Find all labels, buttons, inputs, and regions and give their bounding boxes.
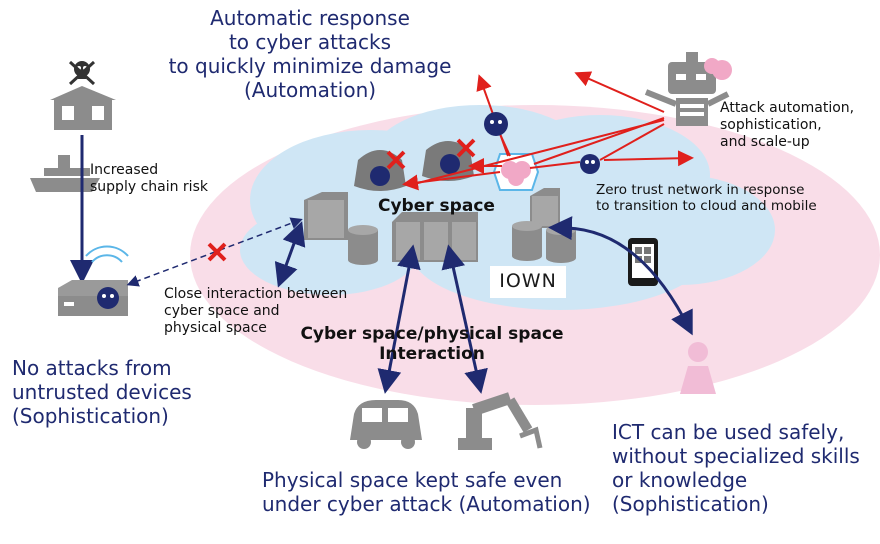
iown-label: IOWN [499, 270, 557, 292]
virus-icon [97, 287, 119, 309]
brain-icon [492, 153, 540, 191]
ict-safe-label: ICT can be used safely, without speciali… [612, 420, 860, 516]
attack-line [413, 119, 665, 185]
response-arrow [499, 133, 511, 157]
virus-icon [580, 154, 600, 174]
red-x-icon [386, 150, 406, 170]
router-icon [58, 245, 129, 316]
server-icon [392, 212, 478, 262]
person-icon [680, 342, 716, 394]
house-icon [50, 86, 116, 130]
cyber-physical-label: Cyber space/physical space Interaction [300, 324, 564, 365]
database-icon [348, 225, 378, 265]
close-interaction-label: Close interaction between cyber space an… [164, 286, 348, 336]
virus-icon [484, 112, 508, 136]
server-icon [304, 192, 348, 240]
zero-trust-label: Zero trust network in response to transi… [596, 182, 817, 215]
automation-response-label: Automatic response to cyber attacks to q… [168, 6, 452, 102]
cyber-physical-arrow [377, 244, 421, 394]
attack-automation-label: Attack automation, sophistication, and s… [720, 100, 855, 150]
robot-arm-icon [458, 392, 543, 450]
attack-line [599, 123, 665, 161]
red-x-icon [456, 138, 476, 158]
skull-icon [68, 60, 96, 86]
cyber-space-label: Cyber space [378, 196, 495, 216]
close-interaction-arrow [274, 221, 306, 288]
supply-chain-label: Increased supply chain risk [90, 162, 208, 195]
red-x-icon [207, 242, 227, 262]
physical-safe-label: Physical space kept safe even under cybe… [262, 468, 591, 516]
ict-arrow [548, 216, 693, 336]
cyber-physical-arrow [441, 244, 488, 394]
response-arrow [529, 161, 581, 169]
attack-line [603, 150, 694, 167]
no-attacks-label: No attacks from untrusted devices (Sophi… [12, 356, 192, 428]
robot-icon [644, 52, 732, 126]
iown-box [490, 266, 566, 298]
attack-line [574, 71, 665, 113]
car-icon [350, 400, 422, 449]
